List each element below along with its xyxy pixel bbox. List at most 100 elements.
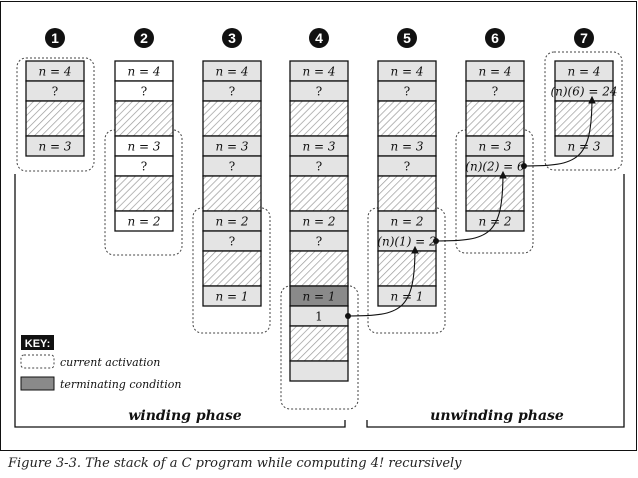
stack-frame-hatch xyxy=(114,100,174,137)
step-number: 2 xyxy=(140,30,148,46)
stack-frame-hatch xyxy=(554,100,614,137)
stack-frame-hatch xyxy=(289,100,349,137)
winding-phase-label: winding phase xyxy=(128,408,241,424)
step-number: 5 xyxy=(403,30,411,46)
current-activation-swatch xyxy=(20,354,55,369)
step-badge-2: 2 xyxy=(134,28,154,48)
stack-frame-label: n = 3 xyxy=(127,140,160,154)
stack-frame-label: n = 3 xyxy=(215,140,248,154)
stack-frame-label: ? xyxy=(52,85,58,99)
stack-frame-label: n = 2 xyxy=(127,215,160,229)
current-activation-box-1 xyxy=(16,57,95,172)
stack-frame-label: n = 2 xyxy=(215,215,248,229)
stack-frame-label: n = 4 xyxy=(302,65,335,79)
step-badge-4: 4 xyxy=(309,28,329,48)
terminating-condition-label: terminating condition xyxy=(60,378,181,391)
figure-caption: Figure 3-3. The stack of a C program whi… xyxy=(8,456,462,471)
stack-frame-hatch xyxy=(377,250,437,287)
stack-frame-label: n = 3 xyxy=(478,140,511,154)
stack-frame-hatch xyxy=(202,100,262,137)
stack-frame-label: n = 2 xyxy=(390,215,423,229)
step-number: 1 xyxy=(51,30,59,46)
stack-frame-label: ? xyxy=(404,160,410,174)
return-arrow-1 xyxy=(347,245,419,317)
step-number: 4 xyxy=(315,30,323,46)
unwinding-phase-bracket: unwinding phase xyxy=(366,174,625,428)
stack-frame-hatch xyxy=(25,100,85,137)
key-title-box xyxy=(21,335,54,350)
stack-frame-label: n = 2 xyxy=(478,215,511,229)
stack-frame-hatch xyxy=(202,250,262,287)
winding-phase-bracket: winding phase xyxy=(14,174,346,428)
stack-frame-label: ? xyxy=(229,160,235,174)
stack-frame-label: n = 3 xyxy=(302,140,335,154)
stack-frame-label: ? xyxy=(229,85,235,99)
step-badge-6: 6 xyxy=(485,28,505,48)
stack-frame-label: ? xyxy=(229,235,235,249)
stack-frame-label: n = 4 xyxy=(390,65,423,79)
stack-frame-hatch xyxy=(377,175,437,212)
stack-frame xyxy=(114,210,174,232)
stack-frame xyxy=(465,210,525,232)
stack-column-1: n = 4? n = 3 xyxy=(25,60,85,157)
stack-frame-label: n = 1 xyxy=(302,290,335,304)
stack-frame-label: n = 3 xyxy=(38,140,71,154)
current-activation-label: current activation xyxy=(60,356,160,369)
stack-frame-label: (n)(2) = 6 xyxy=(465,160,525,174)
stack-frame xyxy=(202,285,262,307)
stack-frame-hatch xyxy=(465,175,525,212)
stack-column-6: n = 4? n = 3 (n)(2) = 6 n = 2 xyxy=(465,60,525,232)
stack-column-3: n = 4? n = 3? n = 2? n = 1 xyxy=(202,60,262,307)
stack-column-5: n = 4?n = 3?n = 2(n)(1) = 2n = 1 xyxy=(377,60,437,307)
stack-frame-label: n = 1 xyxy=(215,290,248,304)
key-title: KEY: xyxy=(25,338,50,350)
stack-frame xyxy=(377,285,437,307)
stack-frame-hatch xyxy=(377,100,437,137)
current-activation-box-7 xyxy=(544,51,623,171)
stack-column-2: n = 4? n = 3? n = 2 xyxy=(114,60,174,232)
stack-frame-label: ? xyxy=(316,235,322,249)
stack-frame-label: n = 4 xyxy=(478,65,511,79)
stack-frame-hatch xyxy=(202,175,262,212)
stack-frame-label: n = 4 xyxy=(38,65,71,79)
stack-frame-label: n = 1 xyxy=(390,290,423,304)
unwinding-phase-label: unwinding phase xyxy=(430,408,564,424)
step-number: 3 xyxy=(228,30,236,46)
stack-frame-hatch xyxy=(289,175,349,212)
stack-frame-label: ? xyxy=(492,85,498,99)
step-badge-7: 7 xyxy=(574,28,594,48)
stack-frame-hatch xyxy=(114,175,174,212)
stack-column-7: n = 4 (n)(6) = 24 n = 3 xyxy=(550,60,618,157)
step-number: 7 xyxy=(580,30,588,46)
stack-frame-label: (n)(1) = 2 xyxy=(377,235,436,249)
step-badge-5: 5 xyxy=(397,28,417,48)
stack-frame-label: ? xyxy=(316,85,322,99)
stack-frame-label: n = 3 xyxy=(390,140,423,154)
return-arrow-2 xyxy=(435,170,507,242)
stack-frame-label: ? xyxy=(316,160,322,174)
stack-frame-label: n = 4 xyxy=(127,65,160,79)
stack-frame-label: 1 xyxy=(315,310,323,324)
stack-frame-label: (n)(6) = 24 xyxy=(550,85,617,99)
stack-frame xyxy=(25,135,85,157)
stack-column-4: n = 4? n = 3? n = 2? n = 1 1 xyxy=(289,60,349,382)
return-arrow-3 xyxy=(523,95,596,167)
stack-frame-hatch xyxy=(465,100,525,137)
stack-frame xyxy=(289,360,349,382)
step-badge-1: 1 xyxy=(45,28,65,48)
figure-frame xyxy=(0,1,637,451)
stack-frame-label: n = 2 xyxy=(302,215,335,229)
stack-frame-hatch xyxy=(289,325,349,362)
stack-frame-label: n = 4 xyxy=(215,65,248,79)
terminating-condition-swatch xyxy=(20,376,55,391)
step-number: 6 xyxy=(491,30,499,46)
stack-frame xyxy=(554,135,614,157)
stack-frame-label: ? xyxy=(141,160,147,174)
stack-frame-label: n = 3 xyxy=(567,140,600,154)
stack-frame-label: n = 4 xyxy=(567,65,600,79)
stack-frame-hatch xyxy=(289,250,349,287)
stack-frame-label: ? xyxy=(141,85,147,99)
step-badge-3: 3 xyxy=(222,28,242,48)
legend: KEY: current activation terminating cond… xyxy=(20,335,181,391)
